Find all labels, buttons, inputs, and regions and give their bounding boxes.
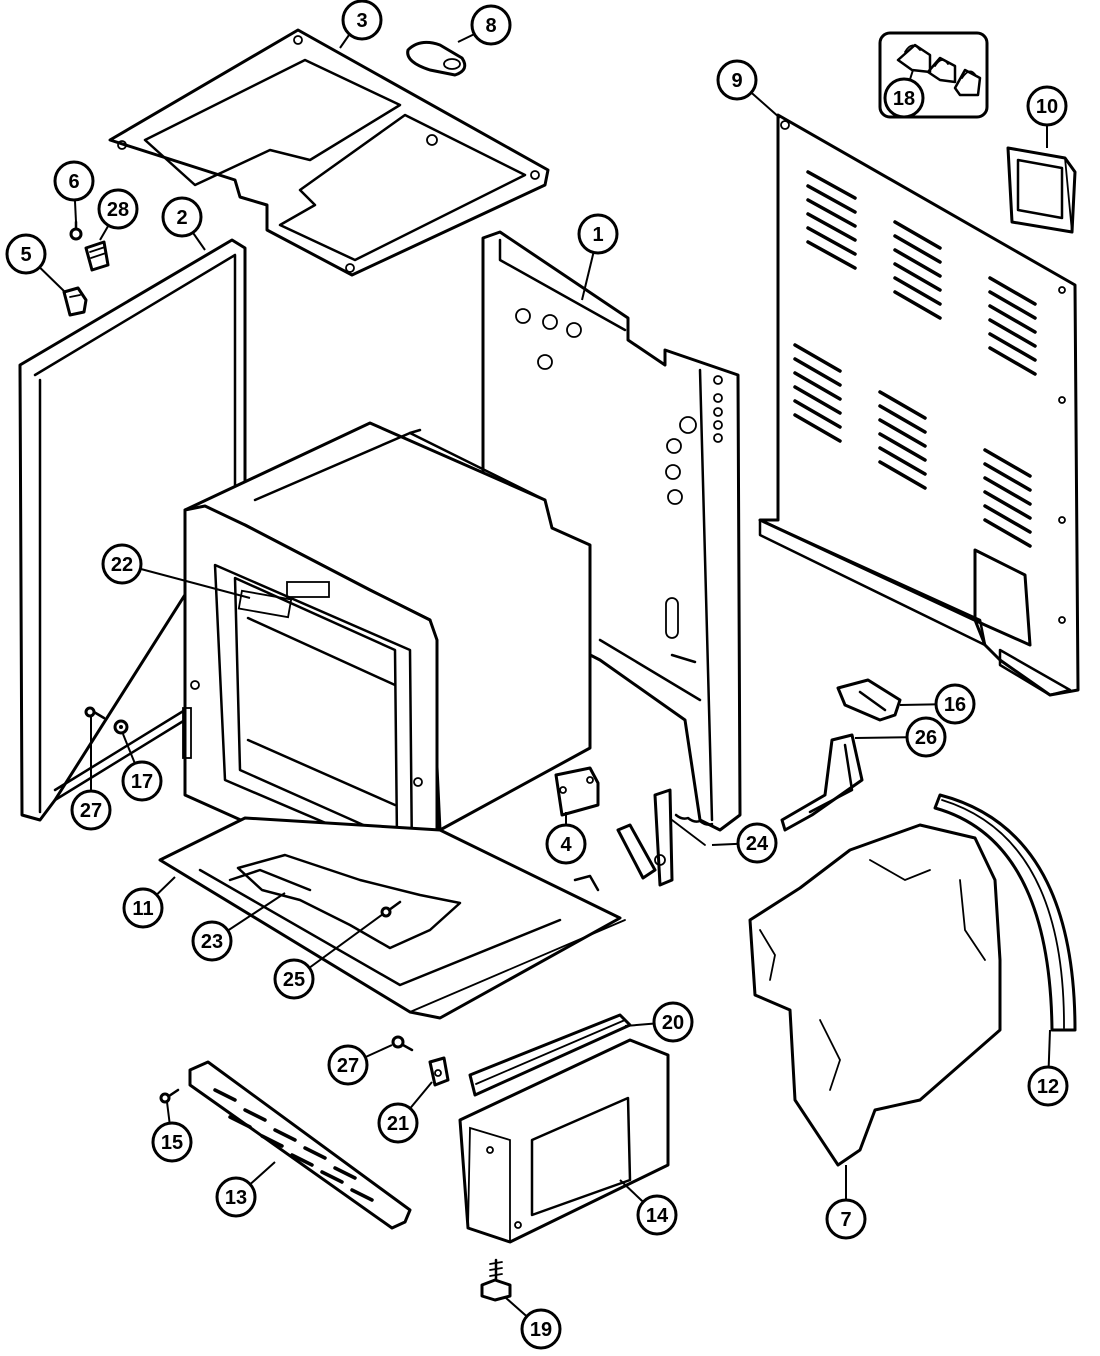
- callout-2: 2: [161, 196, 203, 238]
- svg-text:3: 3: [356, 10, 367, 32]
- svg-text:8: 8: [485, 15, 496, 37]
- callout-18: 18: [883, 77, 925, 119]
- callout-8: 8: [470, 4, 512, 46]
- svg-text:20: 20: [662, 1012, 684, 1034]
- callout-14: 14: [636, 1194, 678, 1236]
- svg-text:2: 2: [176, 207, 187, 229]
- part-bottom-tray: [158, 816, 626, 1020]
- callout-13: 13: [215, 1176, 257, 1218]
- svg-text:10: 10: [1036, 96, 1058, 118]
- part-insulation-blanket-7: [748, 823, 1002, 1167]
- svg-text:19: 19: [530, 1319, 552, 1341]
- callouts: 1 2 3 4 5 6 7 8 9 10 11 12 13 14 15 16 1…: [5, 0, 1069, 1350]
- callout-22: 22: [101, 543, 143, 585]
- callout-7: 7: [825, 1198, 867, 1240]
- svg-text:22: 22: [111, 554, 133, 576]
- part-rear-panel: [758, 113, 1080, 697]
- callout-4: 4: [545, 823, 587, 865]
- part-screw-25: [380, 900, 402, 918]
- part-cap: [406, 40, 467, 77]
- part-screw-15: [159, 1088, 180, 1104]
- svg-text:28: 28: [107, 199, 129, 221]
- callout-3: 3: [341, 0, 383, 41]
- part-bracket-4: [554, 766, 600, 817]
- svg-text:26: 26: [915, 727, 937, 749]
- svg-text:7: 7: [840, 1209, 851, 1231]
- svg-text:14: 14: [646, 1205, 669, 1227]
- callout-17: 17: [121, 760, 163, 802]
- callout-5: 5: [5, 233, 47, 275]
- louvres: [793, 170, 1037, 548]
- svg-text:6: 6: [68, 171, 79, 193]
- svg-text:23: 23: [201, 931, 223, 953]
- callout-21: 21: [377, 1102, 419, 1144]
- callout-11: 11: [122, 887, 164, 929]
- svg-text:5: 5: [20, 244, 31, 266]
- svg-text:16: 16: [944, 694, 966, 716]
- callout-23: 23: [191, 920, 233, 962]
- callout-10: 10: [1026, 85, 1068, 127]
- svg-text:24: 24: [746, 833, 769, 855]
- callout-19: 19: [520, 1308, 562, 1350]
- callout-6: 6: [53, 160, 95, 202]
- svg-text:12: 12: [1037, 1076, 1059, 1098]
- part-top-panel: [108, 28, 550, 277]
- callout-9: 9: [716, 59, 758, 101]
- svg-text:21: 21: [387, 1113, 409, 1135]
- callout-27-left: 27: [70, 789, 112, 831]
- part-screw-6: [69, 220, 83, 241]
- part-insulation-23: [236, 853, 462, 950]
- svg-text:13: 13: [225, 1187, 247, 1209]
- part-gasket-12: [933, 793, 1077, 1032]
- part-oven-cavity: [182, 421, 592, 900]
- callout-1: 1: [577, 213, 619, 255]
- svg-text:25: 25: [283, 969, 305, 991]
- part-plug: [84, 240, 110, 272]
- svg-text:27: 27: [337, 1055, 359, 1077]
- callout-25: 25: [273, 958, 315, 1000]
- part-grommet-17: [113, 719, 129, 735]
- part-screw-27-lower: [391, 1035, 414, 1052]
- part-rail-13: [188, 1060, 412, 1230]
- part-clip-21: [428, 1056, 450, 1087]
- callout-27-lower: 27: [327, 1044, 369, 1086]
- part-hinge-24: [616, 788, 714, 887]
- callout-26: 26: [905, 716, 947, 758]
- callout-24: 24: [736, 822, 778, 864]
- svg-text:11: 11: [132, 898, 153, 920]
- svg-text:1: 1: [592, 224, 603, 246]
- callout-12: 12: [1027, 1065, 1069, 1107]
- callout-16: 16: [934, 683, 976, 725]
- part-bracket-26: [780, 733, 864, 832]
- svg-text:15: 15: [161, 1132, 183, 1154]
- part-leveling-leg-19: [480, 1258, 512, 1302]
- part-right-side-panel: [481, 230, 742, 832]
- svg-text:18: 18: [893, 88, 915, 110]
- svg-text:27: 27: [80, 800, 102, 822]
- svg-text:4: 4: [560, 834, 572, 856]
- part-drawer-frame-14: [458, 1038, 670, 1244]
- callout-28: 28: [97, 188, 139, 230]
- svg-text:17: 17: [131, 771, 153, 793]
- callout-20: 20: [652, 1001, 694, 1043]
- callout-15: 15: [151, 1121, 193, 1163]
- svg-text:9: 9: [731, 70, 742, 92]
- part-clip-5: [62, 286, 88, 317]
- part-bracket-16: [836, 678, 902, 722]
- part-rear-bracket: [1006, 146, 1077, 234]
